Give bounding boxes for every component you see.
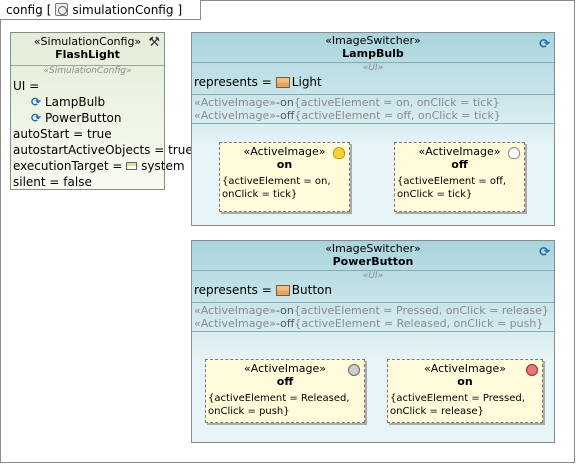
image-switcher-icon: ⟳: [31, 111, 42, 125]
image-switcher-icon: ⟳: [539, 245, 550, 260]
class-icon: [275, 284, 290, 296]
frame-bracket-close: ]: [177, 2, 183, 17]
sim-header: «SimulationConfig» FlashLight ⚒: [11, 33, 164, 66]
power-header: «ImageSwitcher» PowerButton ⟳: [192, 241, 554, 271]
lamp-stereotype: «ImageSwitcher»: [325, 34, 421, 47]
ui-item-lampbulb[interactable]: ⟳LampBulb: [31, 95, 106, 109]
power-operations: «ActiveImage»-on{activeElement = Pressed…: [192, 302, 554, 332]
image-switcher-icon: ⟳: [31, 95, 42, 109]
power-op-on: «ActiveImage»-on{activeElement = Pressed…: [194, 304, 549, 317]
lamp-op-off: «ActiveImage»-off{activeElement = off, o…: [194, 109, 501, 122]
button-pressed-icon: [526, 364, 538, 376]
prop-execution-target: executionTarget = system: [13, 159, 185, 173]
sim-sub-stereotype: «SimulationConfig»: [43, 66, 132, 76]
simulation-config-icon: [55, 3, 69, 16]
sim-stereotype: «SimulationConfig»: [33, 35, 142, 48]
lamp-op-on: «ActiveImage»-on{activeElement = on, onC…: [194, 96, 500, 109]
lamp-name: LampBulb: [342, 47, 404, 60]
frame-kind: config: [6, 2, 43, 17]
prop-silent: silent = false: [13, 175, 92, 189]
block-icon: [126, 162, 138, 170]
frame-tab[interactable]: config [ simulationConfig ]: [0, 0, 202, 20]
frame-name: simulationConfig: [72, 2, 174, 17]
lamp-represents: represents =Light: [194, 75, 322, 89]
ui-label: UI =: [13, 79, 40, 93]
prop-autostart-active: autostartActiveObjects = true: [13, 143, 193, 157]
flashlight-simulation-config[interactable]: «SimulationConfig» FlashLight ⚒ «Simulat…: [10, 32, 193, 190]
frame-bracket-open: [: [46, 2, 52, 17]
lamp-image-on[interactable]: «ActiveImage» on {activeElement = on,onC…: [219, 142, 350, 212]
power-stereotype: «ImageSwitcher»: [325, 242, 421, 255]
power-image-on[interactable]: «ActiveImage» on {activeElement = Presse…: [387, 359, 543, 423]
bulb-off-icon: [508, 147, 520, 159]
lamp-ui-stereotype: «UI»: [362, 63, 384, 73]
power-represents: represents =Button: [194, 283, 332, 297]
image-switcher-icon: ⟳: [539, 37, 550, 52]
power-image-off[interactable]: «ActiveImage» off {activeElement = Relea…: [205, 359, 365, 423]
lamp-header: «ImageSwitcher» LampBulb ⟳: [192, 33, 554, 63]
button-released-icon: [348, 364, 360, 376]
lamp-operations: «ActiveImage»-on{activeElement = on, onC…: [192, 94, 554, 124]
prop-autostart: autoStart = true: [13, 127, 112, 141]
class-icon: [275, 76, 290, 88]
bulb-on-icon: [333, 147, 345, 159]
power-name: PowerButton: [332, 255, 414, 268]
ui-item-powerbutton[interactable]: ⟳PowerButton: [31, 111, 122, 125]
sim-name: FlashLight: [55, 48, 120, 61]
lamp-image-off[interactable]: «ActiveImage» off {activeElement = off,o…: [394, 142, 525, 212]
tools-icon: ⚒: [148, 35, 160, 50]
power-ui-stereotype: «UI»: [362, 271, 384, 281]
power-op-off: «ActiveImage»-off{activeElement = Releas…: [194, 317, 544, 330]
